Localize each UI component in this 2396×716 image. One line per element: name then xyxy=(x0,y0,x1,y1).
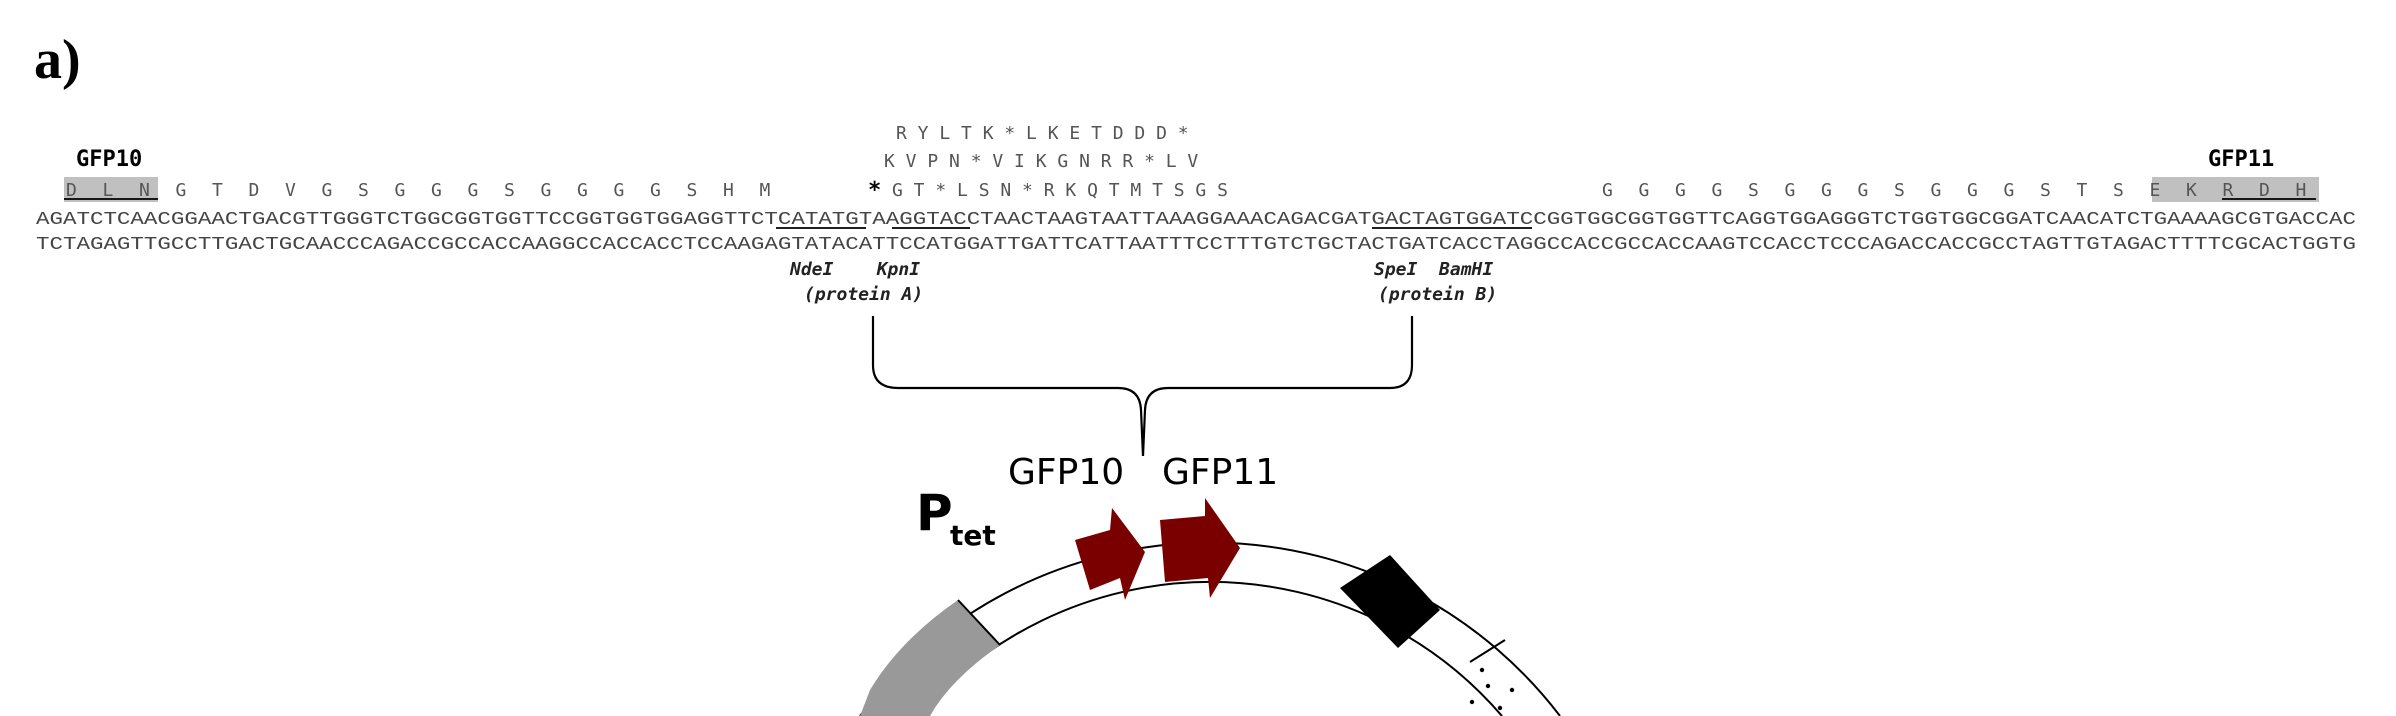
plasmid-gfp11-label: GFP11 xyxy=(1162,452,1278,493)
dotted-block-boundary xyxy=(1469,639,1506,663)
plasmid-gfp10-label: GFP10 xyxy=(1008,452,1124,493)
promoter-subscript: tet xyxy=(950,519,996,552)
dna-bottom-strand: TCTAGAGTTGCCTTGACTGCAACCCAGACCGCCACCAAGG… xyxy=(36,234,2356,255)
protein-residue: H xyxy=(2296,180,2307,201)
protein-residue: G xyxy=(395,180,406,201)
panel-label: a) xyxy=(34,29,81,91)
stop-codon-mark: * xyxy=(868,178,881,203)
protein-residue: D xyxy=(249,180,260,201)
protein-residue: G xyxy=(1967,180,1978,201)
protein-residue: G xyxy=(176,180,187,201)
protein-residue: K xyxy=(2186,180,2197,201)
protein-residue: D xyxy=(66,180,77,201)
protein-residue: R xyxy=(2223,180,2234,201)
protein-residue: E xyxy=(2150,180,2161,201)
protein-residue: S xyxy=(1748,180,1759,201)
promoter-label: P xyxy=(916,484,953,542)
protein-residue: M xyxy=(760,180,771,201)
protein-residue: T xyxy=(2077,180,2088,201)
gfp11-label: GFP11 xyxy=(2208,147,2274,172)
protein-residue: S xyxy=(2113,180,2124,201)
protein-residue: G xyxy=(614,180,625,201)
protein-residue: G xyxy=(1821,180,1832,201)
protein-residue: N xyxy=(139,180,150,201)
black-marker-block xyxy=(1340,555,1440,648)
dotted-block-dots xyxy=(1469,667,1515,711)
site-label-ndei-kpni: NdeI KpnI xyxy=(789,259,920,280)
protein-residue: G xyxy=(1639,180,1650,201)
promoter-block xyxy=(860,600,1000,716)
protein-residue: G xyxy=(322,180,333,201)
protein-residue: L xyxy=(103,180,114,201)
protein-residue: G xyxy=(1675,180,1686,201)
sequence-underlines xyxy=(64,198,2316,229)
protein-residue: S xyxy=(358,180,369,201)
plasmid-map xyxy=(859,498,1561,716)
protein-residue: G xyxy=(1858,180,1869,201)
protein-residue: H xyxy=(723,180,734,201)
reading-frame-top: R Y L T K * L K E T D D D * xyxy=(896,123,1189,144)
protein-residue: S xyxy=(687,180,698,201)
protein-residue: G xyxy=(431,180,442,201)
gfp10-arrow xyxy=(1075,508,1145,600)
protein-residue: G xyxy=(577,180,588,201)
protein-residue: G xyxy=(1785,180,1796,201)
protein-residue: G xyxy=(1712,180,1723,201)
protein-residue: G xyxy=(1931,180,1942,201)
protein-residue: G xyxy=(1602,180,1613,201)
gfp11-arrow xyxy=(1160,498,1240,598)
site-label-protein-a: (protein A) xyxy=(804,284,923,305)
site-label-spei-bamhi: SpeI BamHI xyxy=(1374,259,1493,280)
gfp10-label: GFP10 xyxy=(76,147,142,172)
gfp10-shade xyxy=(64,177,158,202)
promoter-boundary xyxy=(957,599,1001,646)
gfp11-shade xyxy=(2152,177,2319,202)
protein-residue: D xyxy=(2259,180,2270,201)
protein-residue: G xyxy=(541,180,552,201)
reading-frame-middle: K V P N * V I K G N R R * L V xyxy=(884,151,1198,172)
protein-residue: S xyxy=(1894,180,1905,201)
protein-residue: G xyxy=(650,180,661,201)
protein-sequence-center: G T * L S N * R K Q T M T S G S xyxy=(892,180,1228,201)
protein-residue: G xyxy=(468,180,479,201)
protein-residue: T xyxy=(212,180,223,201)
dna-top-strand: AGATCTCAACGGAACTGACGTTGGGTCTGGCGGTGGTTCC… xyxy=(36,209,2356,230)
protein-residue: S xyxy=(2040,180,2051,201)
site-label-protein-b: (protein B) xyxy=(1378,284,1497,305)
protein-residue: S xyxy=(504,180,515,201)
protein-residue: V xyxy=(285,180,296,201)
insert-bracket xyxy=(871,316,1414,457)
protein-residue: G xyxy=(2004,180,2015,201)
